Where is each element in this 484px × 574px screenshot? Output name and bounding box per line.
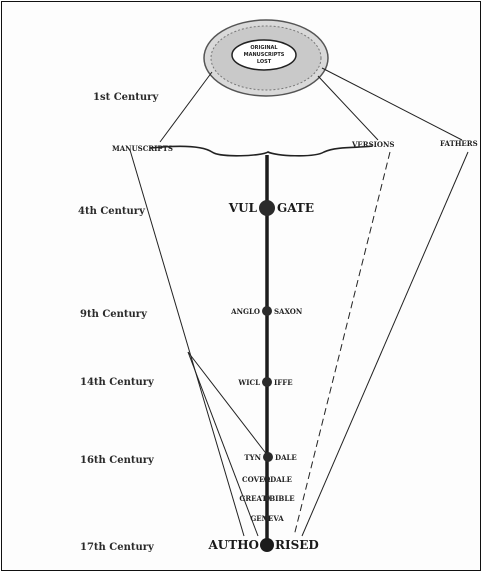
authorised-left: AUTHO [208, 538, 260, 552]
century-17th: 17th Century [80, 542, 155, 553]
century-9th: 9th Century [80, 309, 148, 320]
tyndale-left: TYN [244, 453, 261, 462]
vulgate-left: VUL [228, 201, 258, 215]
vulgate-right: GATE [277, 201, 314, 215]
great-bible-label: GREAT BIBLE [239, 494, 294, 503]
node-anglo-saxon [262, 306, 272, 316]
origin-line-1: ORIGINAL [250, 45, 278, 51]
anglo-saxon-right: SAXON [274, 307, 303, 316]
brace [150, 146, 372, 156]
branch-manuscripts: MANUSCRIPTS [112, 144, 173, 153]
origin-cloud: ORIGINAL MANUSCRIPTS LOST [204, 20, 328, 96]
wycliffe-left: WICL [237, 378, 260, 387]
century-4th: 4th Century [78, 206, 146, 217]
wycliffe-right: IFFE [274, 378, 293, 387]
node-authorised [260, 538, 274, 552]
authorised-right: RISED [275, 538, 319, 552]
geneva-label: GENEVA [250, 514, 284, 523]
origin-line-2: MANUSCRIPTS [244, 52, 285, 58]
node-tyndale [263, 452, 273, 462]
anglo-saxon-left: ANGLO [230, 307, 260, 316]
branch-fathers: FATHERS [440, 139, 478, 148]
tyndale-right: DALE [275, 453, 297, 462]
coverdale-label: COVERDALE [242, 475, 292, 484]
century-14th: 14th Century [80, 377, 155, 388]
origin-line-3: LOST [257, 59, 272, 65]
node-wycliffe [262, 377, 272, 387]
node-vulgate [259, 200, 275, 216]
branch-versions: VERSIONS [351, 140, 394, 149]
century-16th: 16th Century [80, 455, 155, 466]
century-1st: 1st Century [93, 92, 159, 103]
